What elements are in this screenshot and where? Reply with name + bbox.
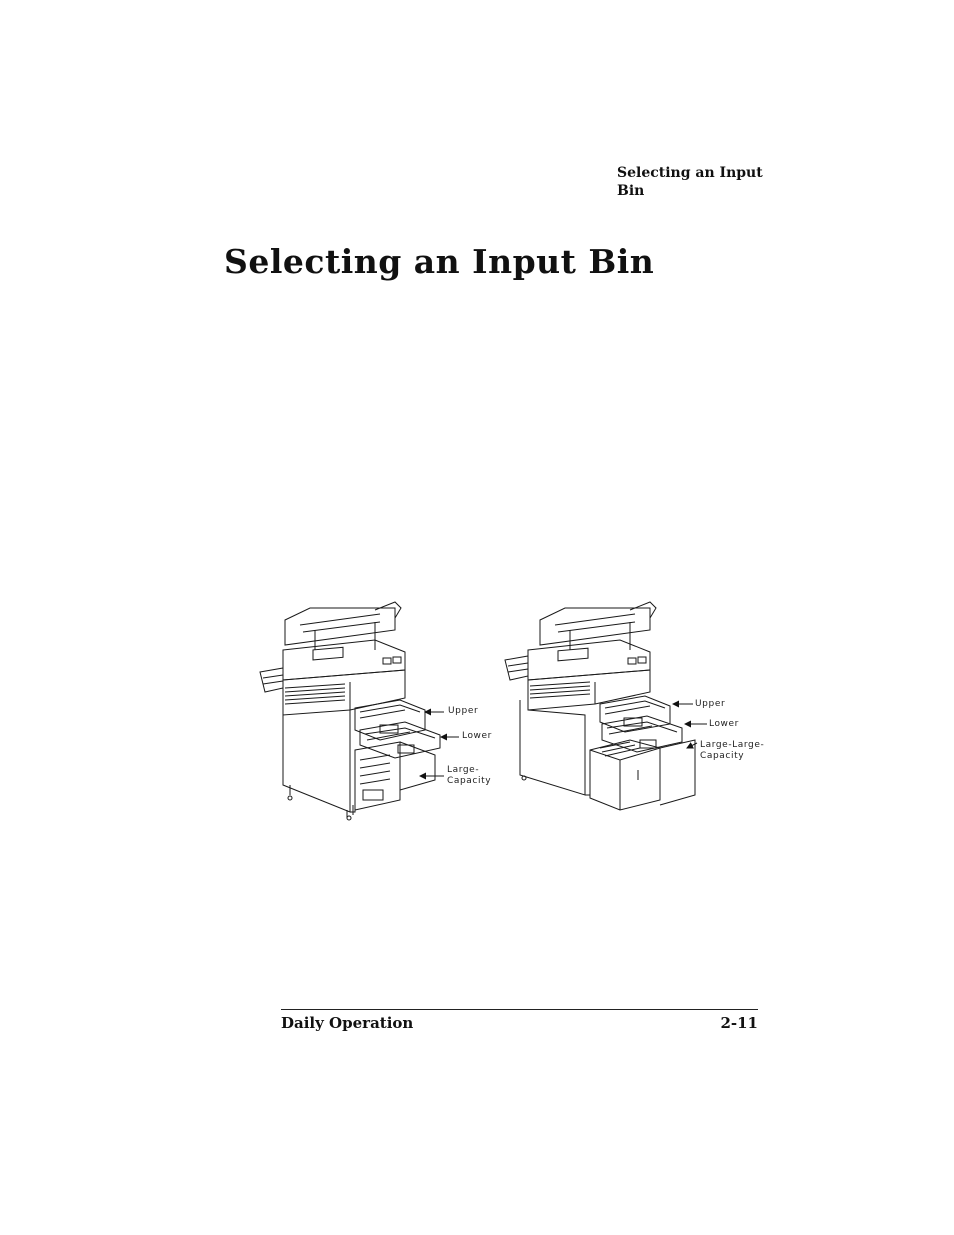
large-capacity-label-line1: Large- <box>447 765 480 775</box>
lower-bin-label-right: Lower <box>709 719 739 729</box>
footer-rule <box>281 1009 758 1010</box>
page-title: Selecting an Input Bin <box>224 242 655 281</box>
right-printer-illustration <box>504 601 696 811</box>
footer-page-number: 2-11 <box>720 1014 758 1032</box>
upper-bin-label-left: Upper <box>448 706 479 716</box>
large-large-capacity-label-line1: Large-Large- <box>700 740 765 750</box>
large-large-capacity-label: Large-Large- Capacity <box>700 740 764 762</box>
large-capacity-label: Large- Capacity <box>447 765 491 787</box>
large-large-capacity-label-line2: Capacity <box>700 751 745 761</box>
large-capacity-label-line2: Capacity <box>447 776 492 786</box>
left-printer-illustration <box>259 601 441 821</box>
footer-section-name: Daily Operation <box>281 1014 414 1032</box>
lower-bin-label-left: Lower <box>462 731 492 741</box>
running-header: Selecting an Input Bin <box>617 165 763 199</box>
printer-input-bins-figure: Upper Lower Large- Capacity Upper Lower … <box>255 600 775 825</box>
upper-bin-label-right: Upper <box>695 699 726 709</box>
